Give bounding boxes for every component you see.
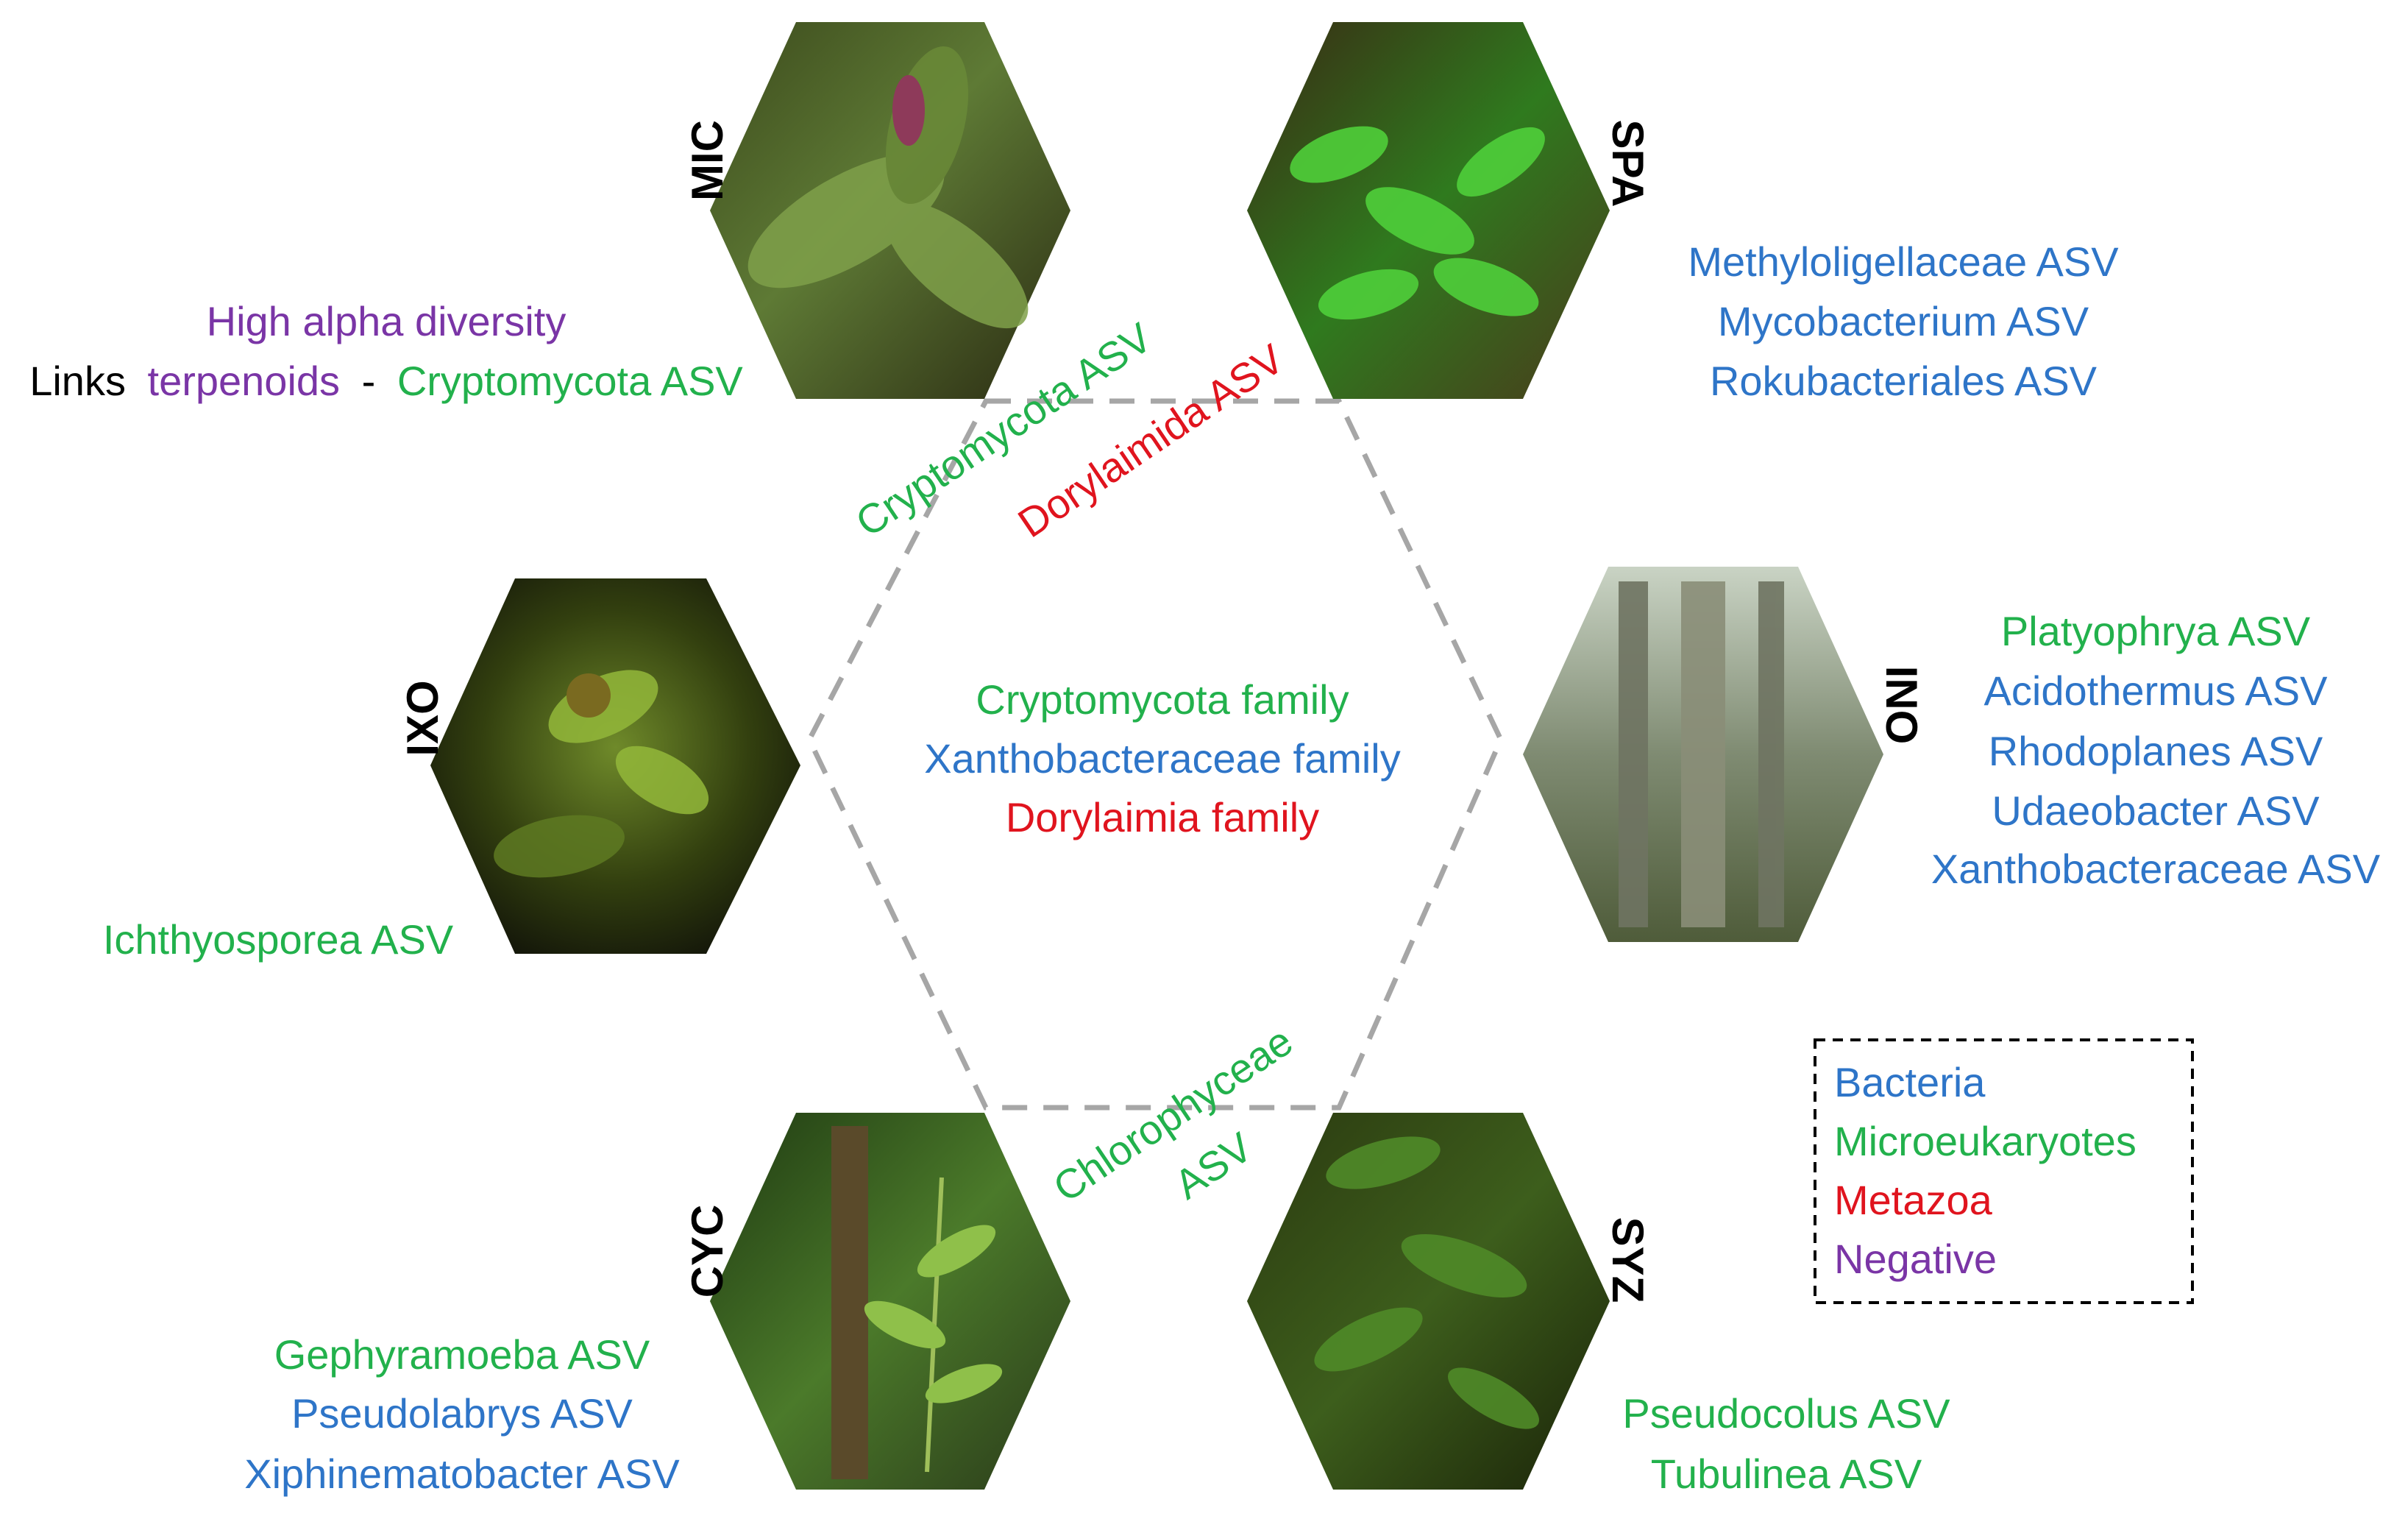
mic-note-alpha-diversity: High alpha diversity bbox=[207, 298, 567, 344]
legend-box bbox=[1814, 1038, 2194, 1304]
ino-asv-acidothermus: Acidothermus ASV bbox=[1984, 668, 2329, 714]
syz-asv-pseudocolus: Pseudocolus ASV bbox=[1622, 1390, 1950, 1437]
edge-label-dorylaimida: Dorylaimida ASV bbox=[1009, 335, 1292, 547]
mic-note-links-word: Links bbox=[29, 358, 126, 404]
spa-asv-rokubacteriales: Rokubacteriales ASV bbox=[1710, 358, 2098, 404]
fruit-icon bbox=[567, 673, 611, 718]
spa-asv-mycobacterium: Mycobacterium ASV bbox=[1718, 298, 2089, 344]
ino-asv-platyophrya: Platyophrya ASV bbox=[2001, 608, 2311, 654]
mic-note-cryptomycota: Cryptomycota ASV bbox=[397, 358, 744, 404]
plant-code-syz: SYZ bbox=[1603, 1217, 1652, 1303]
mic-note-terpenoids: terpenoids bbox=[148, 358, 341, 404]
cyc-asv-gephyramoeba: Gephyramoeba ASV bbox=[274, 1331, 650, 1378]
plant-code-ino: INO bbox=[1877, 666, 1926, 745]
cyc-asv-pseudolabrys: Pseudolabrys ASV bbox=[291, 1390, 633, 1437]
plant-node-syz: SYZ bbox=[1247, 1113, 1652, 1490]
center-cryptomycota-family: Cryptomycota family bbox=[976, 676, 1349, 723]
ino-asv-xanthobacteraceae: Xanthobacteraceae ASV bbox=[1931, 846, 2381, 892]
plant-code-ixo: IXO bbox=[398, 680, 447, 756]
cyc-asv-xiphinematobacter: Xiphinematobacter ASV bbox=[244, 1451, 680, 1497]
center-xanthobacteraceae-family: Xanthobacteraceae family bbox=[924, 735, 1401, 782]
plant-node-ino: INO bbox=[1523, 567, 1926, 942]
mic-note-links: Links terpenoids - Cryptomycota ASV bbox=[29, 358, 743, 404]
plant-node-cyc: CYC bbox=[683, 1113, 1070, 1490]
plant-photo-understory-shrub bbox=[1247, 1113, 1610, 1490]
plant-node-mic: MIC bbox=[683, 22, 1070, 399]
plant-node-ixo: IXO bbox=[398, 578, 800, 954]
ino-asv-rhodoplanes: Rhodoplanes ASV bbox=[1989, 728, 2323, 774]
flower-bud-icon bbox=[892, 75, 925, 146]
center-dorylaimia-family: Dorylaimia family bbox=[1006, 794, 1319, 840]
plant-photo-forest-sapling bbox=[710, 1113, 1070, 1490]
legend-bacteria: Bacteria bbox=[1834, 1059, 1986, 1105]
plant-code-spa: SPA bbox=[1603, 120, 1652, 208]
plant-photo-shrub-with-fruit bbox=[430, 578, 800, 954]
leaf-icon bbox=[747, 46, 1029, 329]
legend: Bacteria Microeukaryotes Metazoa Negativ… bbox=[1814, 1038, 2194, 1304]
leaf-icon bbox=[1314, 1136, 1539, 1429]
plant-code-mic: MIC bbox=[683, 120, 732, 201]
spa-asv-methyloligellaceae: Methyloligellaceae ASV bbox=[1688, 238, 2119, 285]
ixo-asv-ichthyosporea: Ichthyosporea ASV bbox=[103, 916, 454, 963]
legend-microeukaryotes: Microeukaryotes bbox=[1834, 1118, 2137, 1164]
tree-trunk-icon bbox=[1619, 581, 1784, 927]
sapling-icon bbox=[831, 1126, 1003, 1479]
edge-label-chlorophyceae: Chlorophyceae bbox=[1045, 1017, 1301, 1211]
syz-asv-tubulinea: Tubulinea ASV bbox=[1651, 1451, 1922, 1497]
plant-node-spa: SPA bbox=[1247, 22, 1652, 399]
plant-code-cyc: CYC bbox=[683, 1205, 732, 1298]
leaf-icon bbox=[1290, 126, 1545, 320]
center-dashed-hexagon bbox=[806, 398, 1504, 1111]
legend-negative: Negative bbox=[1834, 1236, 1997, 1282]
legend-metazoa: Metazoa bbox=[1834, 1177, 1993, 1223]
mic-note-dash: - bbox=[362, 358, 376, 404]
ino-asv-udaeobacter: Udaeobacter ASV bbox=[1992, 787, 2320, 834]
